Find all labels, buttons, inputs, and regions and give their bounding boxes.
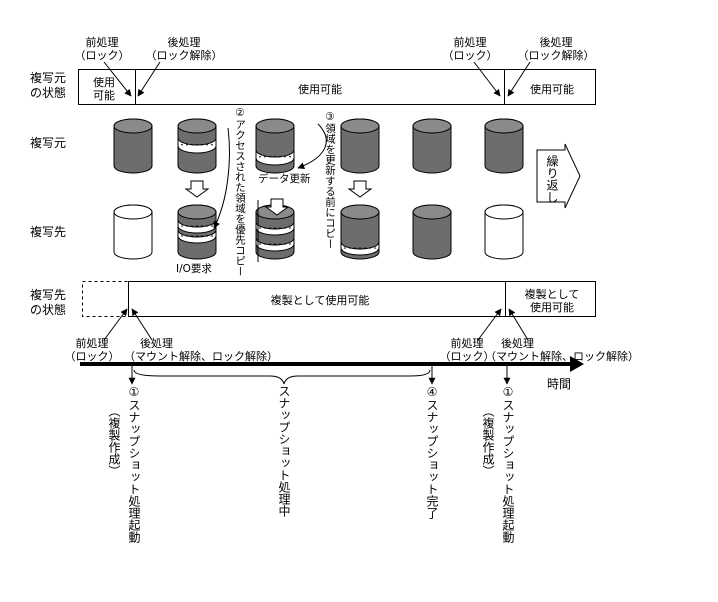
src-bar-segment-3-label: 使用可能 <box>530 83 574 96</box>
bottom-pre-arrow-1 <box>103 308 128 341</box>
bottom-pre-1-line1: 前処理 <box>75 337 109 350</box>
bottom-pre-label-1: 前処理 （ロック） <box>62 337 122 363</box>
bottom-post-label-2: 後処理 （マウント解除、ロック解除） <box>485 337 639 363</box>
snapshot-duration-brace <box>133 369 431 385</box>
row-label-source-state: 複写元 の状態 <box>30 71 66 101</box>
event-4-snapshot-complete: ④スナップショット完了 <box>425 385 439 519</box>
dest-disk-2 <box>177 204 217 260</box>
update-curve-arrow <box>297 123 327 170</box>
bottom-post-arrow-1 <box>131 308 153 341</box>
event-1-replica-creation: （複製作成） <box>107 405 121 477</box>
top-pre-2-line1: 前処理 <box>453 36 487 49</box>
top-pre-2-line2: （ロック） <box>442 49 498 62</box>
top-post-label-2: 後処理 （ロック解除） <box>508 36 604 62</box>
top-pre-1-line2: （ロック） <box>74 49 130 62</box>
bottom-pre-label-2: 前処理 （ロック） <box>437 337 497 363</box>
copy-arrow-1 <box>184 180 210 198</box>
source-disk-4 <box>340 118 380 174</box>
bottom-post-arrow-2 <box>508 308 529 341</box>
event-5-replica-creation: （複製作成） <box>481 405 495 477</box>
time-axis-arrowhead <box>570 356 584 372</box>
top-post-2-line2: （ロック解除） <box>517 49 595 62</box>
dst-bar-segment-2-label: 複製として使用可能 <box>270 294 370 307</box>
dest-disk-4 <box>340 204 380 260</box>
bottom-post-1-line2: （マウント解除、ロック解除） <box>124 350 278 363</box>
top-pre-label-2: 前処理 （ロック） <box>440 36 500 62</box>
dst-bar-segment-3-label: 複製として 使用可能 <box>510 288 594 314</box>
repeat-label: 繰り返し <box>545 155 559 203</box>
note-copy-before-update: ③領域を更新する前にコピー <box>324 111 336 249</box>
repeat-block-arrow <box>536 143 581 209</box>
dst-seg3-line2: 使用可能 <box>530 301 574 314</box>
bottom-pre-arrow-2 <box>477 308 502 341</box>
dest-disk-5 <box>412 204 452 260</box>
source-disk-3 <box>255 118 295 174</box>
bottom-pre-2-line1: 前処理 <box>450 337 484 350</box>
row-src-state-line2: の状態 <box>30 86 67 100</box>
source-disk-5 <box>412 118 452 174</box>
row-dst-state-line2: の状態 <box>30 303 67 317</box>
dest-disk-6 <box>484 204 524 260</box>
event-5-snapshot-start: ①スナップショット処理起動 <box>501 385 515 543</box>
top-post-arrow-2 <box>507 61 531 97</box>
bottom-pre-2-line2: （ロック） <box>439 350 495 363</box>
top-post-1-line2: （ロック解除） <box>145 49 223 62</box>
priority-copy-curve-arrow <box>213 127 230 229</box>
copy-arrow-3 <box>347 180 373 198</box>
bottom-pre-1-line2: （ロック） <box>64 350 120 363</box>
row-dst-state-line1: 複写先 <box>30 288 67 302</box>
dest-disk-1 <box>113 204 153 260</box>
source-disk-2 <box>177 118 217 174</box>
io-request-label: I/O要求 <box>176 263 212 275</box>
top-post-label-1: 後処理 （ロック解除） <box>136 36 232 62</box>
src-seg1-line1: 使用 <box>93 76 115 89</box>
note-priority-copy: ②アクセスされた領域を優先コピー <box>234 107 246 277</box>
event-1-snapshot-start: ①スナップショット処理起動 <box>127 385 141 543</box>
top-pre-label-1: 前処理 （ロック） <box>72 36 132 62</box>
src-seg1-line2: 可能 <box>93 89 115 102</box>
source-disk-6 <box>484 118 524 174</box>
dest-state-bar <box>128 281 596 317</box>
top-post-arrow-1 <box>137 61 161 97</box>
src-bar-segment-2-label: 使用可能 <box>298 83 342 96</box>
top-pre-1-line1: 前処理 <box>85 36 119 49</box>
dst-seg3-line1: 複製として <box>524 288 580 301</box>
row-src-state-line1: 複写元 <box>30 71 67 85</box>
source-disk-1 <box>113 118 153 174</box>
bottom-post-1-line1: 後処理 <box>140 337 173 350</box>
snapshot-in-progress-label: スナップショット処理中 <box>277 385 291 517</box>
dest-bar-dashed-segment <box>82 281 129 317</box>
bottom-post-2-line2: （マウント解除、ロック解除） <box>485 350 639 363</box>
top-post-1-line1: 後処理 <box>167 36 201 49</box>
time-axis-label: 時間 <box>547 377 572 391</box>
source-state-bar <box>78 69 596 105</box>
bottom-post-label-1: 後処理 （マウント解除、ロック解除） <box>124 337 278 363</box>
row-label-destination-state: 複写先 の状態 <box>30 288 66 318</box>
top-pre-arrow-2 <box>473 61 501 97</box>
data-update-label: データ更新 <box>258 173 311 185</box>
src-bar-segment-1-label: 使用 可能 <box>82 76 126 102</box>
copy-arrow-2 <box>264 198 290 216</box>
top-post-2-line1: 後処理 <box>539 36 573 49</box>
bottom-post-2-line1: 後処理 <box>501 337 534 350</box>
top-pre-arrow-1 <box>103 61 132 97</box>
row-label-destination: 複写先 <box>30 225 67 239</box>
row-label-source: 複写元 <box>30 136 67 150</box>
